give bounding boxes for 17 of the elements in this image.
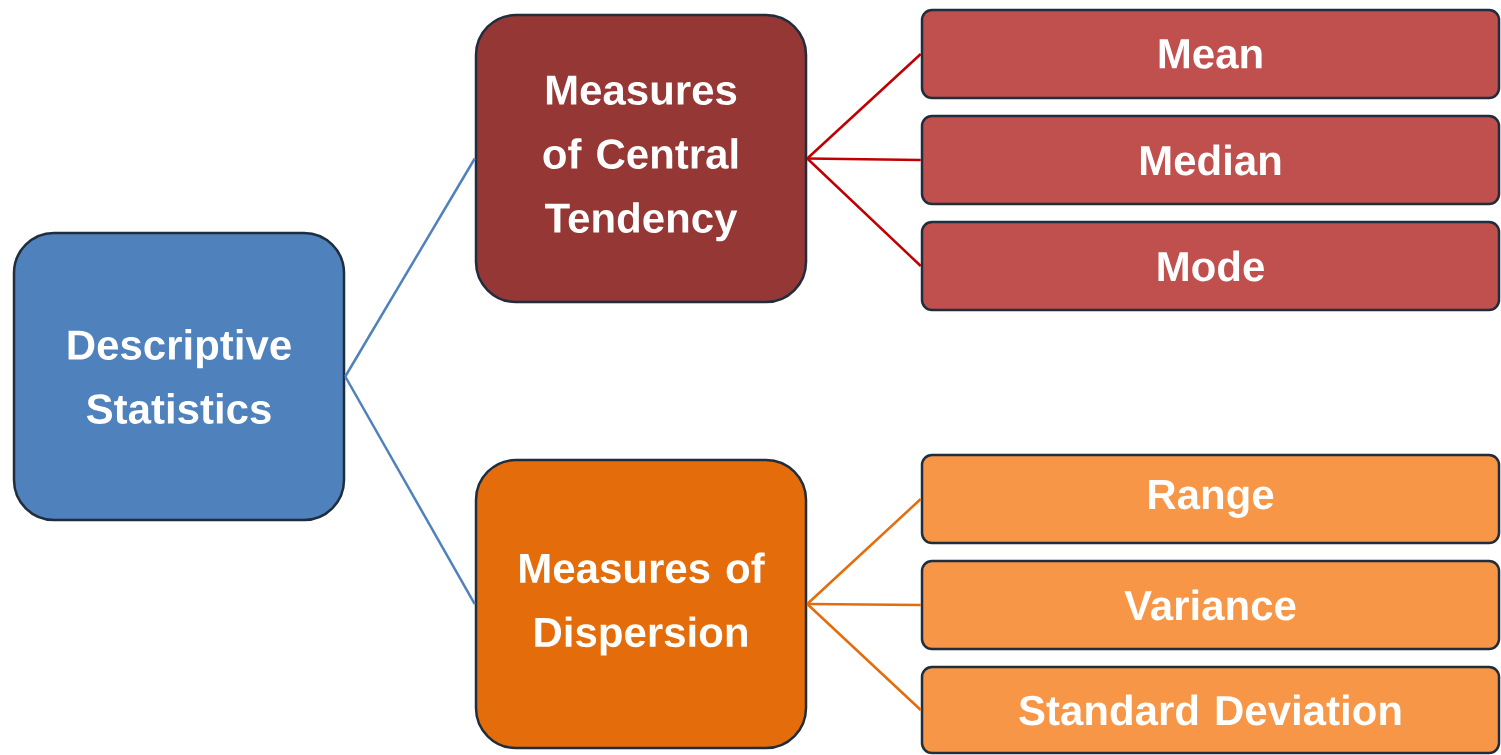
item-box: Variance [920,559,1501,651]
connector-line [807,157,921,162]
connector-line [807,602,921,607]
item-box: Median [920,114,1501,206]
item-box: Standard Deviation [920,665,1501,755]
category-box: Measures of Central Tendency [474,13,808,304]
item-box: Range [920,453,1501,545]
connector-line [806,603,922,711]
category-box: Measures of Dispersion [474,458,808,750]
connector-line [344,375,476,605]
item-box: Mode [920,220,1501,312]
item-box: Mean [920,8,1501,100]
category-box: Descriptive Statistics [12,231,346,522]
connector-line [806,498,922,605]
connector-line [806,53,922,160]
connector-line [806,157,922,267]
connector-line [344,157,476,378]
